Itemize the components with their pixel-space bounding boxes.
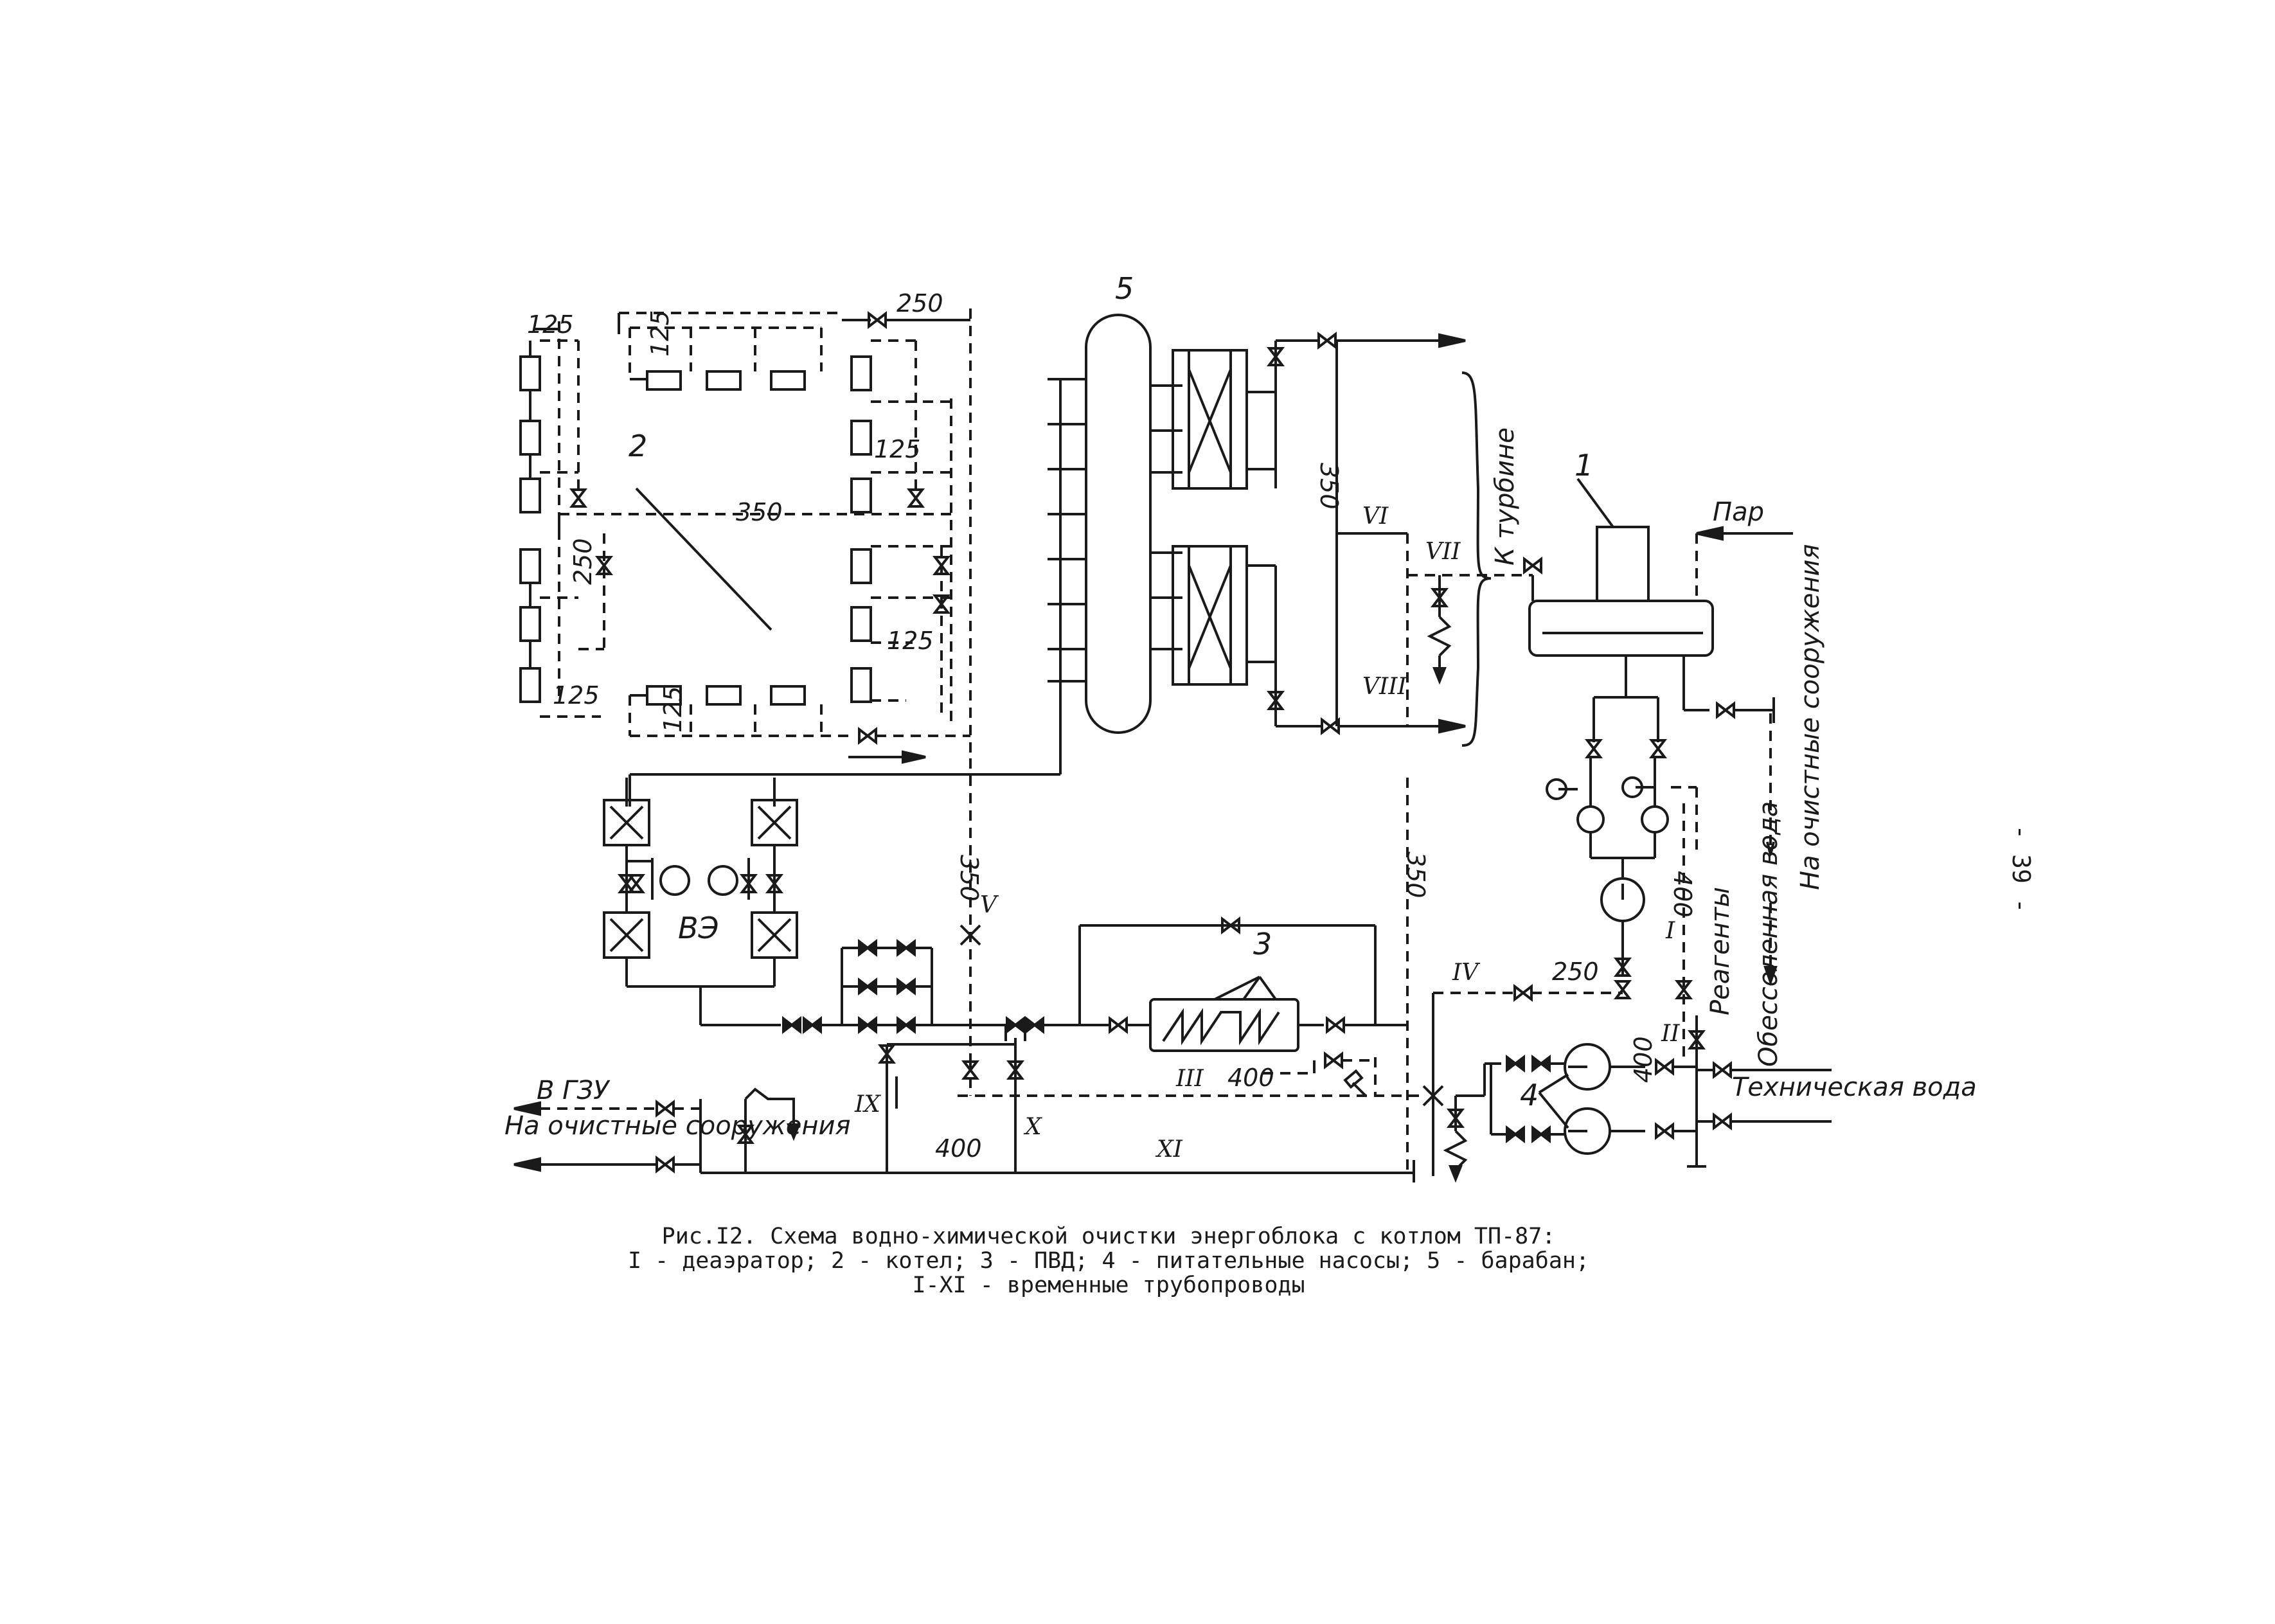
dia-125-f: 125 [659,686,687,733]
feed-pumps-4: 400 I Реагенты Обессоленная вода I [1490,713,1977,1168]
dia-400-right: 400 [1629,1036,1657,1083]
line-xi-label: XI [1155,1136,1183,1163]
boiler-2: 2 125 125 125 125 125 125 250 250 350 [519,289,972,764]
economizer-label: ВЭ [678,911,719,945]
dia-125-e: 125 [553,681,600,709]
drum-5: 5 [629,271,1182,807]
boiler-leader-line [635,487,772,631]
superheaters: 350 VI VII VIII К турбине [1172,333,1533,747]
dia-250-iv: 250 [1552,958,1599,986]
dia-400-iii: 400 [1227,1064,1274,1092]
boiler-right-elements [842,308,972,758]
technical-water-label: Техническая вода [1732,1073,1977,1102]
caption-line-2: I - деаэратор; 2 - котел; 3 - ПВД; 4 - п… [627,1248,1590,1274]
treatment-right-label: На очистные сооружения [1796,544,1825,890]
line-iii-label: III [1175,1066,1204,1092]
steam-label: Пар [1713,497,1764,527]
pumps-label: 4 [1520,1078,1539,1112]
page-number: - 39 - [2007,825,2035,913]
economizer-ve: ВЭ [603,778,842,1033]
lower-piping: IX X XI 400 350 IV 250 [854,778,1623,1183]
dia-350-a: 350 [1315,463,1343,510]
dia-250-left: 250 [569,538,597,585]
hp-heaters-label: 3 [1253,927,1272,961]
reagents-label: Реагенты [1706,887,1735,1015]
line-iv-label: IV [1452,959,1481,986]
demineralized-water-label: Обессоленная вода [1754,801,1783,1067]
dia-125-c: 125 [874,435,921,463]
boiler-label: 2 [629,429,647,463]
treatment-left-label: На очистные сооружения [504,1111,851,1141]
gzu-label: В ГЗУ [537,1076,611,1105]
dia-350-c: 350 [1402,852,1430,898]
boiler-top-elements [618,312,842,391]
caption-line-3: I-XI - временные трубопроводы [912,1272,1305,1298]
line-x-label: X [1023,1114,1042,1140]
dia-250-top: 250 [897,289,943,317]
line-ix-label: IX [854,1091,881,1118]
dia-400-bottom: 400 [935,1134,982,1163]
line-v: 350 V [955,758,999,1064]
figure-caption: Рис.I2. Схема водно-химической очистки э… [450,1224,1767,1298]
dia-125-b: 125 [646,310,674,357]
line-viii-label: VIII [1362,674,1407,700]
line-vii-label: VII [1425,539,1461,565]
bypass-valves [841,940,1006,1033]
boiler-bottom-elements [629,685,970,764]
line-v-label: V [980,892,999,918]
dia-350-header: 350 [736,498,783,526]
deaerator-label: 1 [1575,448,1593,483]
to-turbine-label: К турбине [1490,427,1520,566]
drum-label: 5 [1115,271,1134,306]
line-i-label: I [1665,918,1675,944]
dia-125-d: 125 [887,627,934,655]
line-vi-label: VI [1362,503,1389,530]
line-ii-label: II [1661,1021,1680,1047]
boiler-left-elements [519,321,951,718]
hp-heaters-3: 3 III 400 [1004,918,1407,1092]
drain-to-gzu: В ГЗУ На очистные сооружения [504,1076,887,1174]
dia-125-a: 125 [527,310,574,339]
dia-350-b: 350 [955,855,983,902]
caption-line-1: Рис.I2. Схема водно-химической очистки э… [661,1224,1556,1249]
deaerator-1: 1 Пар На очистные сооружения [1523,448,1825,890]
